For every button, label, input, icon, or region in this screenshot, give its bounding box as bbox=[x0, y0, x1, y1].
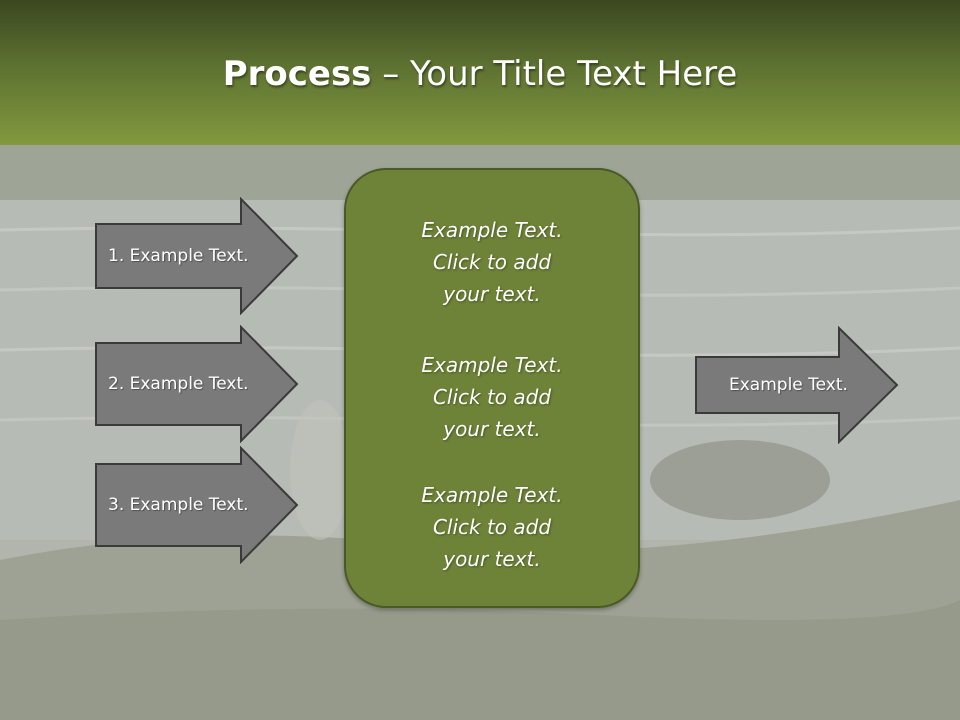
arrow-step-2-label: 2. Example Text. bbox=[108, 374, 249, 394]
arrow-step-1-label: 1. Example Text. bbox=[108, 246, 249, 266]
center-text-box[interactable]: Example Text. Click to add your text. Ex… bbox=[344, 168, 640, 608]
paragraph-line: Example Text. bbox=[421, 353, 563, 377]
arrow-shape-icon bbox=[95, 446, 299, 564]
arrow-result: Example Text. bbox=[695, 326, 899, 444]
arrow-shape-icon bbox=[695, 326, 899, 444]
arrow-shape-icon bbox=[95, 197, 299, 315]
arrow-step-3: 3. Example Text. bbox=[95, 446, 299, 564]
slide-title: Process – Your Title Text Here bbox=[0, 52, 960, 96]
arrow-step-1: 1. Example Text. bbox=[95, 197, 299, 315]
arrow-shape-icon bbox=[95, 325, 299, 443]
paragraph-line: Example Text. bbox=[421, 483, 563, 507]
paragraph-line: your text. bbox=[443, 547, 541, 571]
title-bar: Process – Your Title Text Here bbox=[0, 0, 960, 145]
paragraph-line: Example Text. bbox=[421, 218, 563, 242]
paragraph-line: your text. bbox=[443, 282, 541, 306]
title-rest: – Your Title Text Here bbox=[371, 54, 738, 94]
paragraph-line: Click to add bbox=[432, 385, 552, 409]
paragraph-line: Click to add bbox=[432, 250, 552, 274]
center-paragraph-2: Example Text. Click to add your text. bbox=[346, 349, 638, 445]
arrow-step-3-label: 3. Example Text. bbox=[108, 495, 249, 515]
arrow-result-label: Example Text. bbox=[729, 375, 848, 395]
paragraph-line: your text. bbox=[443, 417, 541, 441]
center-paragraph-3: Example Text. Click to add your text. bbox=[346, 479, 638, 575]
center-paragraph-1: Example Text. Click to add your text. bbox=[346, 214, 638, 310]
arrow-step-2: 2. Example Text. bbox=[95, 325, 299, 443]
paragraph-line: Click to add bbox=[432, 515, 552, 539]
title-bold: Process bbox=[222, 54, 372, 94]
